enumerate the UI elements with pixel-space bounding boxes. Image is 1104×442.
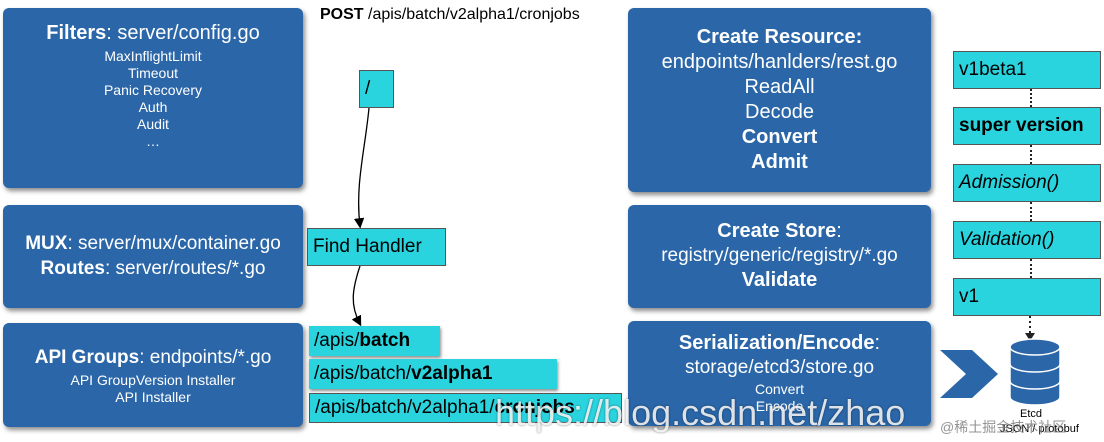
mux-panel: MUX: server/mux/container.go Routes: ser…: [3, 205, 303, 308]
watermark-url: https://blog.csdn.net/zhao: [495, 392, 906, 433]
path-group-box: /apis/batch: [309, 326, 440, 356]
http-method: POST: [320, 6, 364, 23]
serialization-small-line: Encode: [755, 398, 804, 414]
flow-arrow: [353, 107, 370, 229]
find-handler-box: Find Handler: [307, 228, 446, 266]
create-store-line: registry/generic/registry/*.go: [661, 245, 898, 266]
filter-item: Panic Recovery: [103, 82, 203, 98]
create-store-bold-line: Validate: [741, 269, 818, 291]
database-icon: [1009, 338, 1061, 406]
flow-arrow: [351, 265, 362, 327]
super-version-box: super version: [953, 107, 1101, 145]
path-version-box: /apis/batch/v2alpha1: [309, 359, 557, 389]
database-format-label: JSON / protobuf: [1000, 423, 1079, 435]
create-resource-panel: Create Resource: endpoints/hanlders/rest…: [628, 8, 931, 192]
version-connector: [1030, 89, 1032, 107]
find-handler-label: Find Handler: [313, 236, 422, 257]
filter-item: MaxInflightLimit: [104, 48, 202, 64]
serialization-panel: Serialization/Encode: storage/etcd3/stor…: [628, 321, 931, 426]
filter-item: Timeout: [127, 65, 179, 81]
validation-box: Validation(): [953, 221, 1101, 259]
chevron-arrow-icon: [940, 350, 998, 398]
serialization-line: storage/etcd3/store.go: [684, 357, 875, 378]
version-connector: [1030, 145, 1032, 164]
watermark-brand: @稀土掘金技术社区: [940, 419, 1067, 435]
storage-arrowhead: [1025, 333, 1035, 341]
root-path-label: /: [365, 78, 371, 99]
api-groups-panel: API Groups: endpoints/*.go API GroupVers…: [3, 323, 303, 427]
create-store-title: Create Store:: [717, 220, 842, 242]
create-resource-line: Decode: [745, 101, 814, 123]
create-resource-bold-line: Admit: [751, 151, 808, 173]
version-connector: [1030, 259, 1032, 278]
version-v1-box: v1: [953, 278, 1101, 316]
database-label: Etcd: [1020, 408, 1043, 420]
filter-item: …: [146, 133, 160, 149]
path-resource-box: /apis/batch/v2alpha1/cronjobs: [309, 393, 622, 423]
admission-box: Admission(): [953, 164, 1101, 202]
request-line: POST /apis/batch/v2alpha1/cronjobs: [320, 6, 580, 24]
version-v1beta1-box: v1beta1: [953, 51, 1101, 89]
create-resource-title: Create Resource:: [696, 26, 863, 48]
create-store-panel: Create Store: registry/generic/registry/…: [628, 205, 931, 308]
api-groups-item: API GroupVersion Installer: [70, 372, 236, 388]
api-groups-item: API Installer: [115, 389, 191, 405]
filters-title: Filters: server/config.go: [46, 22, 260, 44]
filters-panel: Filters: server/config.go MaxInflightLim…: [3, 8, 303, 188]
serialization-title: Serialization/Encode:: [678, 332, 881, 354]
routes-line: Routes: server/routes/*.go: [40, 258, 266, 279]
version-connector: [1030, 202, 1032, 221]
mux-line: MUX: server/mux/container.go: [25, 233, 281, 254]
root-path-box: /: [359, 70, 394, 108]
create-resource-line: endpoints/hanlders/rest.go: [661, 51, 898, 73]
filter-item: Auth: [138, 99, 168, 115]
serialization-small-line: Convert: [754, 381, 805, 397]
api-groups-title: API Groups: endpoints/*.go: [34, 347, 272, 368]
create-resource-bold-line: Convert: [741, 126, 818, 148]
filter-item: Audit: [137, 116, 169, 132]
request-path: /apis/batch/v2alpha1/cronjobs: [363, 6, 580, 23]
create-resource-line: ReadAll: [744, 76, 815, 98]
